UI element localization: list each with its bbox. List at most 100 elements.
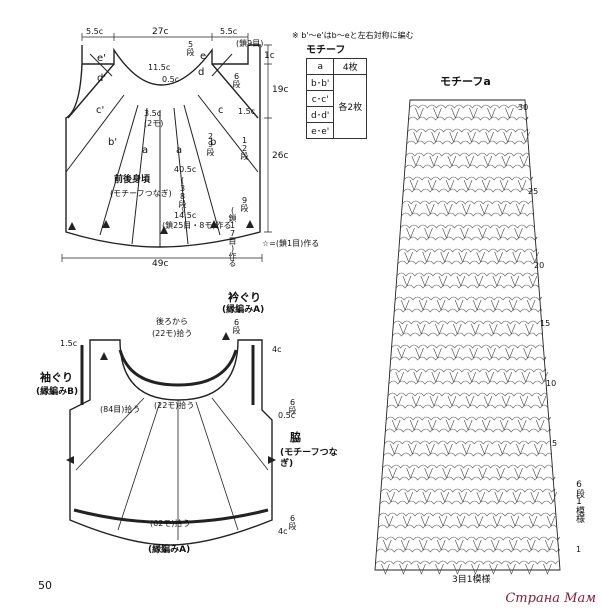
stitch-fan — [501, 155, 511, 167]
neck-subtitle: (縁編みA) — [222, 305, 265, 315]
stitch-fan — [476, 251, 485, 263]
stitch-fan — [507, 323, 516, 335]
dim-dan5: 5段 — [186, 40, 195, 55]
stitch-fan — [492, 515, 502, 527]
dim-0-5c-bottom: 0.5c — [278, 411, 296, 420]
dim-40-5c-sub: (38段) — [178, 176, 187, 215]
stitch-fan — [415, 347, 424, 359]
stitch-fan — [501, 395, 511, 407]
stitch-fan — [409, 179, 419, 191]
dim-center-27: 27c — [152, 27, 169, 37]
stitch-fan — [476, 491, 486, 503]
stitch-fan — [523, 347, 532, 359]
stitch-fan — [438, 515, 448, 527]
stitch-fan — [449, 371, 459, 383]
bottom-repeat-label: 3目1模様 — [452, 575, 491, 585]
stitch-fan — [483, 155, 493, 167]
stitch-fan — [480, 443, 489, 455]
stitch-fan — [411, 395, 421, 407]
stitch-fan — [514, 467, 523, 479]
stitch-row — [391, 344, 544, 349]
stitch-fan — [417, 563, 426, 575]
stitch-row — [385, 428, 551, 433]
stitch-fan — [442, 467, 451, 479]
stitch-fan — [483, 395, 493, 407]
stitch-fan — [463, 419, 473, 431]
stitch-row — [406, 140, 529, 145]
table-row: c･c' — [305, 90, 367, 107]
stitch-fan — [399, 563, 408, 575]
stitch-row — [407, 128, 529, 133]
stitch-fan — [438, 275, 448, 287]
stitch-fan — [456, 515, 466, 527]
dim-left-5-5: 5.5c — [86, 27, 104, 36]
dim-49c: 49c — [152, 259, 169, 269]
stitch-fan — [507, 563, 516, 575]
stitch-row — [409, 104, 526, 109]
dim-26c: 26c — [272, 151, 289, 161]
stitch-fan — [445, 179, 455, 191]
stitch-fan — [406, 227, 415, 239]
stitch-fan — [472, 539, 482, 551]
stitch-fan — [534, 443, 543, 455]
stitch-fan — [400, 299, 410, 311]
neck-title: 衿ぐり — [228, 291, 261, 304]
stitch-fan — [481, 179, 491, 191]
stitch-row — [379, 500, 556, 505]
dim-dan6-neck: 6段 — [232, 318, 241, 333]
stitch-fan — [404, 251, 413, 263]
stitch-fan — [388, 467, 397, 479]
body-subtitle: (モチーフつなぎ) — [110, 189, 172, 198]
stitch-fan — [498, 443, 507, 455]
stitch-fan — [451, 107, 460, 119]
stitch-fan — [496, 467, 505, 479]
stitch-fan — [418, 539, 428, 551]
stitch-row — [395, 284, 540, 289]
stitch-fan — [526, 539, 536, 551]
motif-label-c-prime: c' — [96, 105, 105, 116]
stitch-fan — [465, 155, 475, 167]
motif-table-title: モチーフ — [306, 45, 346, 56]
stitch-fan — [519, 395, 529, 407]
stitch-fan — [393, 395, 403, 407]
stitch-fan — [426, 443, 435, 455]
stitch-fan — [530, 491, 540, 503]
row-mark-30: 30 — [518, 103, 529, 112]
stitch-row — [401, 212, 534, 217]
stitch-fan — [517, 179, 527, 191]
side-subtitle: (モチーフつなぎ) — [280, 448, 338, 469]
stitch-row — [393, 320, 542, 325]
stitch-fan — [408, 443, 417, 455]
stitch-fan — [409, 419, 419, 431]
stitch-fan — [429, 395, 439, 407]
stitch-fan — [510, 515, 520, 527]
stitch-fan — [420, 515, 430, 527]
stitch-fan — [399, 323, 408, 335]
stitch-fan — [417, 323, 426, 335]
dim-14-5c: 14.5c — [174, 211, 197, 220]
table-cell: e･e' — [305, 122, 335, 139]
stitch-fan — [453, 563, 462, 575]
stitch-fan — [543, 563, 552, 575]
stitch-fan — [510, 275, 520, 287]
stitch-row — [393, 308, 542, 313]
dim-40-5c: 40.5c — [174, 165, 197, 174]
stitch-fan — [453, 323, 462, 335]
stitch-fan — [537, 395, 547, 407]
stitch-fan — [499, 179, 509, 191]
stitch-fan — [492, 275, 502, 287]
stitch-row — [382, 464, 553, 469]
symmetry-note: ※ b'〜e'はb〜eと左右対称に編む — [292, 31, 414, 40]
back-pick-label: 後ろから — [156, 317, 188, 326]
stitch-fan — [487, 347, 496, 359]
stitch-fan — [460, 227, 469, 239]
stitch-fan — [525, 323, 534, 335]
stitch-fan — [402, 275, 412, 287]
stitch-fan — [382, 539, 392, 551]
stitch-fan — [489, 323, 498, 335]
row-mark-20: 20 — [534, 261, 545, 270]
dim-0-5c: 0.5c — [162, 75, 180, 84]
stitch-fan — [496, 227, 505, 239]
stitch-fan — [481, 419, 491, 431]
